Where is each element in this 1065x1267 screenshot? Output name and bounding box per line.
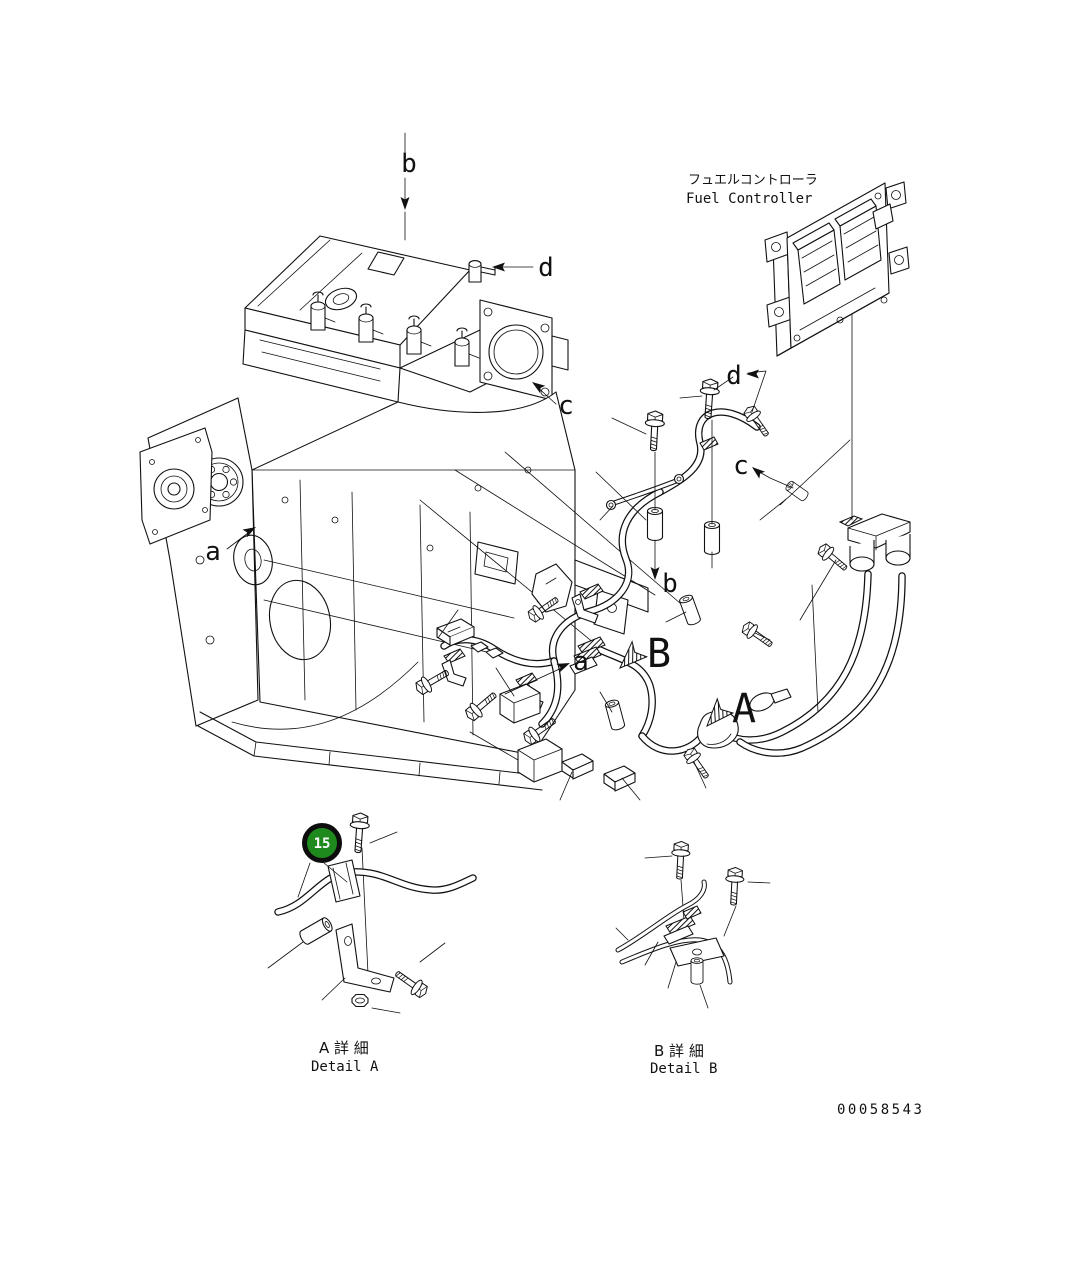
document-number: 00058543: [837, 1102, 924, 1118]
callout-a-engine: a: [205, 537, 221, 567]
arrow-upleft-icon: [749, 463, 765, 479]
badge-number: 15: [314, 836, 331, 852]
harness-bracket: [531, 563, 573, 613]
fuel-controller-label-jp: フュエルコントローラ: [688, 173, 818, 188]
detail-b-view: B 詳 細 Detail B: [615, 840, 771, 1077]
ecu-connector-a: [792, 222, 841, 305]
part-number-badge[interactable]: 15: [302, 823, 342, 863]
intake-flange: [479, 299, 569, 401]
spacer: [604, 698, 626, 732]
callouts: b d c a d c b a B A: [205, 132, 794, 734]
bolt: [643, 409, 666, 452]
callout-c-engine: c: [558, 391, 574, 421]
spacer: [703, 520, 721, 556]
detail-a-view: 15 A 詳 細 Detail A: [267, 811, 477, 1075]
callout-d-top: d: [538, 253, 554, 283]
ecu-harness-connector: [838, 513, 911, 572]
spacer: [646, 506, 664, 542]
view-letter-A: A: [732, 686, 756, 732]
detail-a-title-jp: A 詳 細: [319, 1039, 369, 1057]
ground-strap: [605, 473, 685, 511]
detail-b-title-jp: B 詳 細: [654, 1042, 704, 1060]
bolt: [723, 866, 745, 907]
fuel-injectors: [310, 260, 496, 367]
view-letter-B: B: [647, 631, 671, 677]
callout-b-top: b: [401, 149, 417, 179]
leader-lines: [437, 376, 851, 801]
bolt: [814, 540, 852, 576]
callout-d-ref: d: [726, 361, 742, 391]
detail-a-title-en: Detail A: [311, 1059, 379, 1075]
fuel-controller-illustration: [764, 181, 910, 521]
spacer: [297, 915, 335, 947]
water-pump: [139, 427, 213, 545]
wiring-harness-illustration: [412, 376, 911, 801]
harness-connectors: [436, 513, 911, 792]
spacer: [690, 957, 704, 985]
spacer: [784, 479, 810, 503]
callout-a-ref: a: [573, 647, 589, 677]
callout-c-ref: c: [733, 451, 749, 481]
bolt: [391, 965, 432, 1002]
ecu-connector-b: [834, 198, 882, 281]
bolt: [347, 811, 371, 854]
arrow-left-icon: [746, 369, 759, 379]
detail-b-title-en: Detail B: [650, 1061, 717, 1077]
bolt: [738, 618, 777, 653]
badge-circle[interactable]: [302, 823, 342, 863]
bolt: [669, 840, 691, 881]
valve-cover: [244, 235, 471, 369]
spacer: [678, 593, 702, 627]
oil-pan-rails: [197, 711, 545, 791]
fuel-controller-label-en: Fuel Controller: [686, 191, 812, 207]
nut: [351, 993, 369, 1008]
engine-block: [231, 391, 576, 756]
callout-b-ref: b: [662, 569, 678, 599]
